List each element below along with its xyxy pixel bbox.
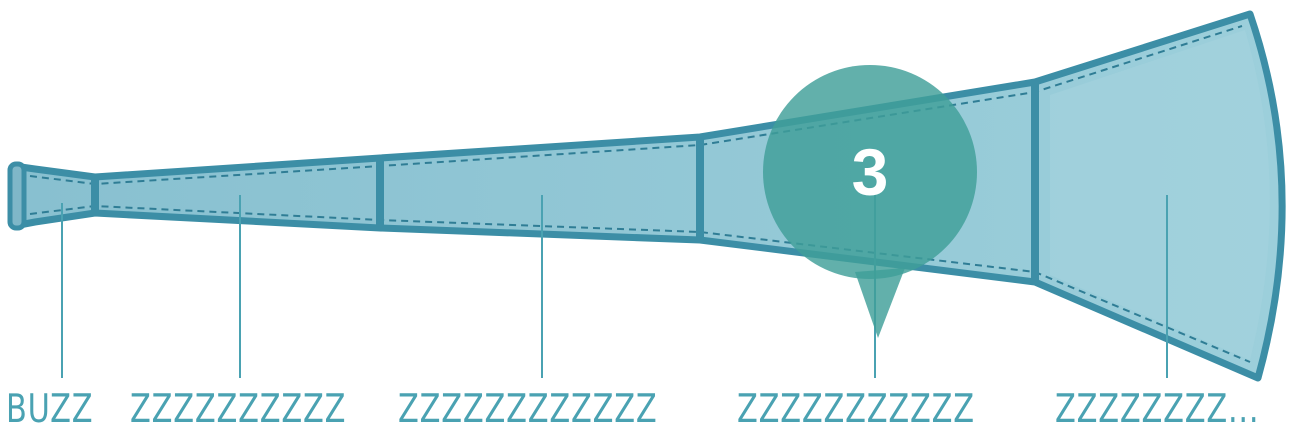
label-section-5: ZZZZZZZZ... bbox=[1055, 385, 1259, 435]
badge-number: 3 bbox=[763, 92, 977, 252]
label-section-4: ZZZZZZZZZZZ bbox=[737, 385, 975, 435]
mouthpiece-rim bbox=[10, 164, 24, 228]
label-buzz: BUZZ bbox=[6, 385, 93, 435]
label-section-3: ZZZZZZZZZZZZ bbox=[398, 385, 657, 435]
label-section-2: ZZZZZZZZZZ bbox=[130, 385, 346, 435]
